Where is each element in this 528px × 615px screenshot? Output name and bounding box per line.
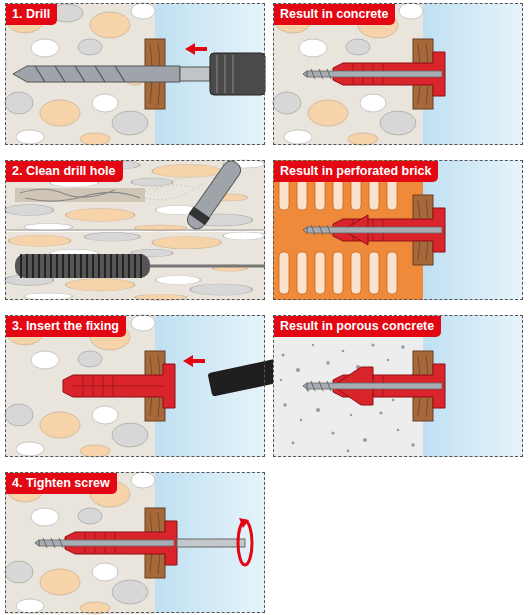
- step-panel: Result in concrete: [273, 3, 523, 145]
- step-heading: Result in concrete: [274, 4, 395, 25]
- step-panel: Result in porous concrete: [273, 315, 523, 457]
- step-panel: 1. Drill: [5, 3, 265, 145]
- step-heading: 2. Clean drill hole: [6, 161, 123, 182]
- step-heading: 1. Drill: [6, 4, 57, 25]
- step-panel: 3. Insert the fixing: [5, 315, 265, 457]
- step-panel: 2. Clean drill hole: [5, 160, 265, 300]
- step-heading: 3. Insert the fixing: [6, 316, 126, 337]
- step-heading: Result in perforated brick: [274, 161, 438, 182]
- step-heading: 4. Tighten screw: [6, 473, 117, 494]
- step-heading: Result in porous concrete: [274, 316, 441, 337]
- step-panel: Result in perforated brick: [273, 160, 523, 300]
- step-panel: 4. Tighten screw: [5, 472, 265, 613]
